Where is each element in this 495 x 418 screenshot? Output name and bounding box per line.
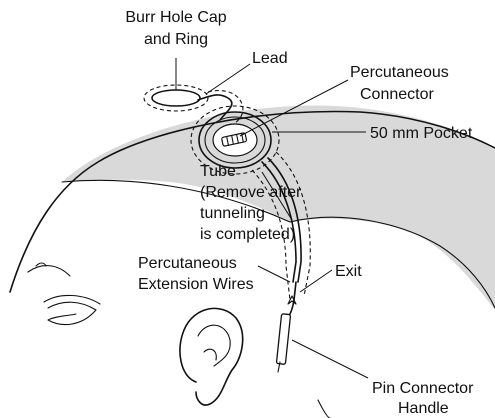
neck-line <box>318 400 330 418</box>
eye-icon <box>48 302 96 324</box>
label-tube-3: tunneling <box>200 205 265 222</box>
pin-connector-handle <box>276 314 290 365</box>
label-exit: Exit <box>335 263 362 280</box>
brow <box>28 263 70 276</box>
label-lead: Lead <box>252 50 288 67</box>
ear <box>180 308 243 405</box>
label-burr-hole-2: and Ring <box>144 31 208 48</box>
label-connector-1: Percutaneous <box>350 64 449 81</box>
ear-inner <box>198 325 230 366</box>
leader-ext-wires <box>258 266 290 282</box>
label-tube-2: (Remove after <box>200 184 302 201</box>
burr-hole-cap <box>152 90 200 106</box>
leader-lead <box>206 64 250 94</box>
label-pocket: 50 mm Pocket <box>370 125 473 142</box>
label-connector-2: Connector <box>360 86 434 103</box>
label-burr-hole-1: Burr Hole Cap <box>125 9 226 26</box>
label-ext-2: Extension Wires <box>138 276 254 293</box>
label-pin-1: Pin Connector <box>372 380 474 397</box>
label-pin-2: Handle <box>398 400 449 417</box>
label-ext-1: Percutaneous <box>138 255 237 272</box>
leader-pin <box>292 340 368 378</box>
label-tube-1: Tube <box>200 163 236 180</box>
label-tube-4: is completed) <box>200 226 295 243</box>
leader-exit <box>300 270 332 292</box>
